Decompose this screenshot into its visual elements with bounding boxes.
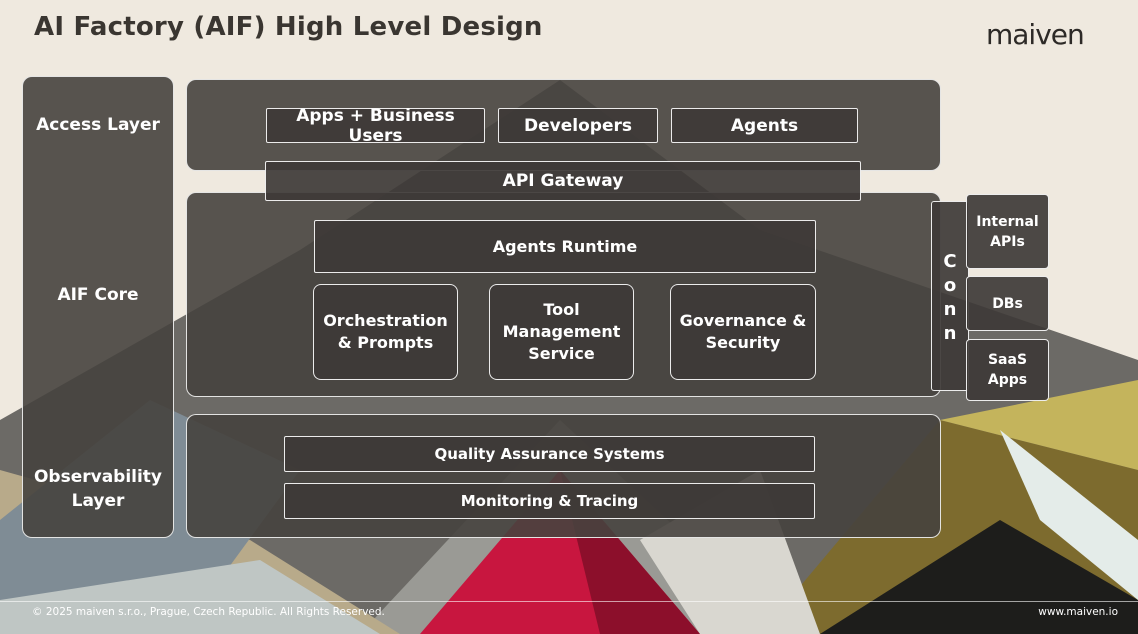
orchestration-prompts-box: Orchestration & Prompts <box>313 284 458 380</box>
tool-line1: Tool <box>543 300 580 319</box>
agents-box: Agents <box>671 108 858 143</box>
governance-line1: Governance & <box>679 311 807 330</box>
footer-website-link[interactable]: www.maiven.io <box>1038 606 1118 618</box>
api-gateway-box: API Gateway <box>265 161 861 201</box>
conn-letter-2: o <box>943 275 957 296</box>
internal-apis-box: Internal APIs <box>966 194 1049 269</box>
conn-letter-4: n <box>943 323 957 344</box>
monitoring-tracing-box: Monitoring & Tracing <box>284 483 815 519</box>
layers-column <box>22 76 174 538</box>
developers-box: Developers <box>498 108 658 143</box>
agents-runtime-box: Agents Runtime <box>314 220 816 273</box>
orchestration-line1: Orchestration <box>323 311 448 330</box>
aif-core-label: AIF Core <box>57 285 139 305</box>
observability-label-line2: Layer <box>71 491 125 511</box>
access-layer-label: Access Layer <box>36 115 160 135</box>
observability-layer-label: Observability Layer <box>22 465 174 513</box>
internal-apis-line1: Internal <box>976 213 1039 230</box>
footer-copyright: © 2025 maiven s.r.o., Prague, Czech Repu… <box>32 606 385 618</box>
apps-business-users-box: Apps + Business Users <box>266 106 485 146</box>
saas-apps-line2: Apps <box>987 372 1028 388</box>
observability-label-line1: Observability <box>33 467 163 487</box>
saas-apps-line1: SaaS <box>987 352 1028 368</box>
quality-assurance-box: Quality Assurance Systems <box>284 436 815 472</box>
internal-apis-line2: APIs <box>990 233 1025 250</box>
conn-letter-3: n <box>943 299 957 320</box>
observability-panel <box>186 414 941 538</box>
governance-line2: Security <box>705 333 781 352</box>
footer-divider <box>0 601 1138 634</box>
tool-management-service-box: Tool Management Service <box>489 284 634 380</box>
maiven-logo: maiven <box>986 18 1085 51</box>
connectors-label: C o n n <box>931 250 969 346</box>
slide-title: AI Factory (AIF) High Level Design <box>34 12 543 42</box>
tool-line2: Management <box>502 322 621 341</box>
dbs-box: DBs <box>966 276 1049 331</box>
governance-security-box: Governance & Security <box>670 284 816 380</box>
tool-line3: Service <box>528 344 595 363</box>
saas-apps-box: SaaS Apps <box>966 339 1049 401</box>
conn-letter-1: C <box>943 251 957 272</box>
orchestration-line2: & Prompts <box>337 333 434 352</box>
